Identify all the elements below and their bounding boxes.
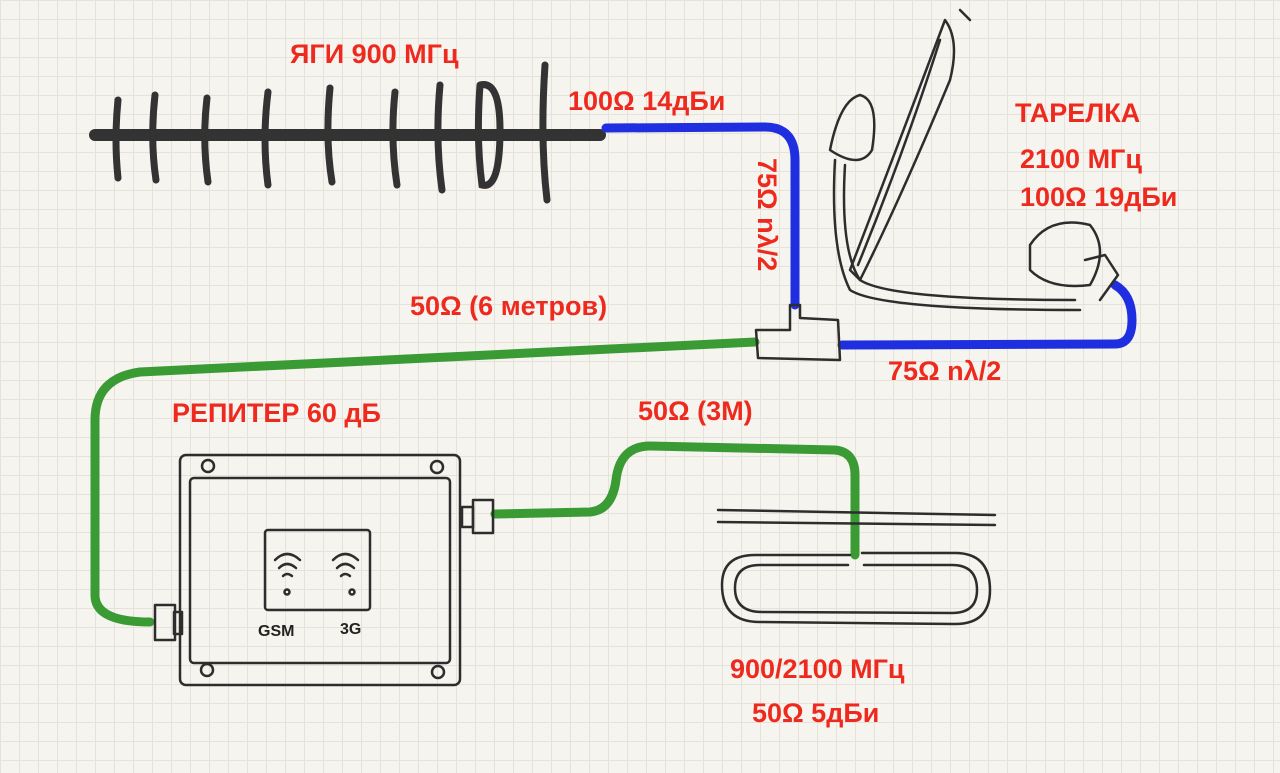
yagi-specs-label: 100Ω 14дБи: [568, 86, 725, 116]
green-cable-long: [90, 337, 760, 627]
blue-cable-yagi: [601, 122, 800, 310]
long-cable-label: 50Ω (6 метров): [410, 291, 607, 321]
satellite-dish: [828, 8, 1120, 312]
short-cable-label: 50Ω (3М): [638, 396, 753, 426]
indoor-specs-label: 50Ω 5дБи: [752, 698, 879, 728]
repeater-label: РЕПИТЕР 60 дБ: [172, 398, 381, 428]
dish-title-label: ТАРЕЛКА: [1015, 98, 1140, 128]
repeater-box: [153, 453, 495, 687]
vertical-cable-label: 75Ω nλ/2: [752, 158, 782, 271]
green-cable-short: [490, 441, 860, 560]
yagi-label: ЯГИ 900 МГц: [290, 39, 459, 69]
gsm-label: GSM: [258, 623, 294, 640]
t-connector: [754, 303, 842, 362]
dish-freq-label: 2100 МГц: [1020, 144, 1142, 174]
yagi-antenna: [89, 61, 606, 204]
dish-cable-label: 75Ω nλ/2: [888, 356, 1001, 386]
3g-label: 3G: [340, 621, 361, 638]
indoor-antenna: [716, 508, 997, 626]
blue-cable-dish: [837, 280, 1137, 350]
3g-signal-icon: [331, 552, 360, 596]
indoor-freq-label: 900/2100 МГц: [730, 654, 905, 684]
gsm-signal-icon: [273, 552, 302, 596]
dish-specs-label: 100Ω 19дБи: [1020, 182, 1177, 212]
